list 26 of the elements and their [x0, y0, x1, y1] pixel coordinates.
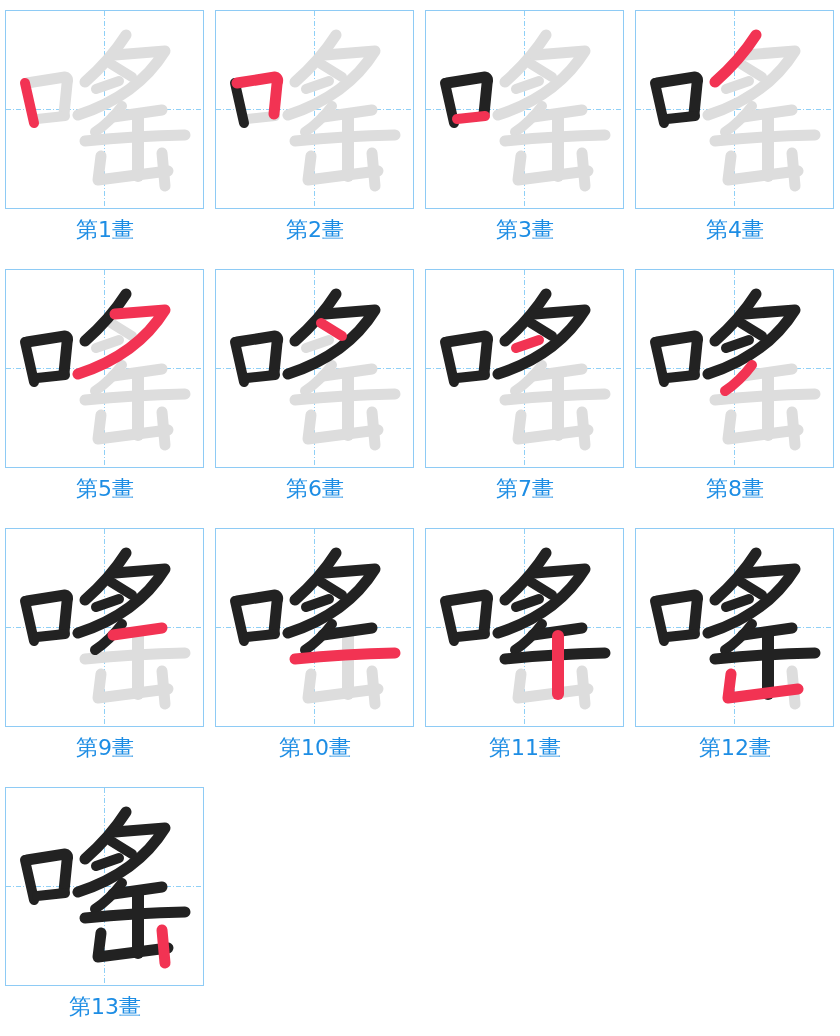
character-box: [425, 528, 624, 727]
stroke-caption: 第3畫: [496, 217, 554, 243]
character-box: [5, 787, 204, 986]
stroke-caption: 第11畫: [489, 735, 561, 761]
stroke-caption: 第6畫: [286, 476, 344, 502]
stroke-caption: 第5畫: [76, 476, 134, 502]
character-box: [635, 528, 834, 727]
stroke-caption: 第9畫: [76, 735, 134, 761]
character-box: [635, 10, 834, 209]
character-box: [5, 10, 204, 209]
stroke-caption: 第7畫: [496, 476, 554, 502]
stroke-caption: 第4畫: [706, 217, 764, 243]
character-box: [215, 269, 414, 468]
character-box: [635, 269, 834, 468]
stroke-caption: 第8畫: [706, 476, 764, 502]
stroke-caption: 第2畫: [286, 217, 344, 243]
stroke-caption: 第13畫: [69, 994, 141, 1020]
character-box: [425, 10, 624, 209]
character-box: [5, 528, 204, 727]
stroke-caption: 第12畫: [699, 735, 771, 761]
character-box: [215, 528, 414, 727]
character-box: [215, 10, 414, 209]
stroke-caption: 第10畫: [279, 735, 351, 761]
character-box: [5, 269, 204, 468]
stroke-caption: 第1畫: [76, 217, 134, 243]
character-box: [425, 269, 624, 468]
